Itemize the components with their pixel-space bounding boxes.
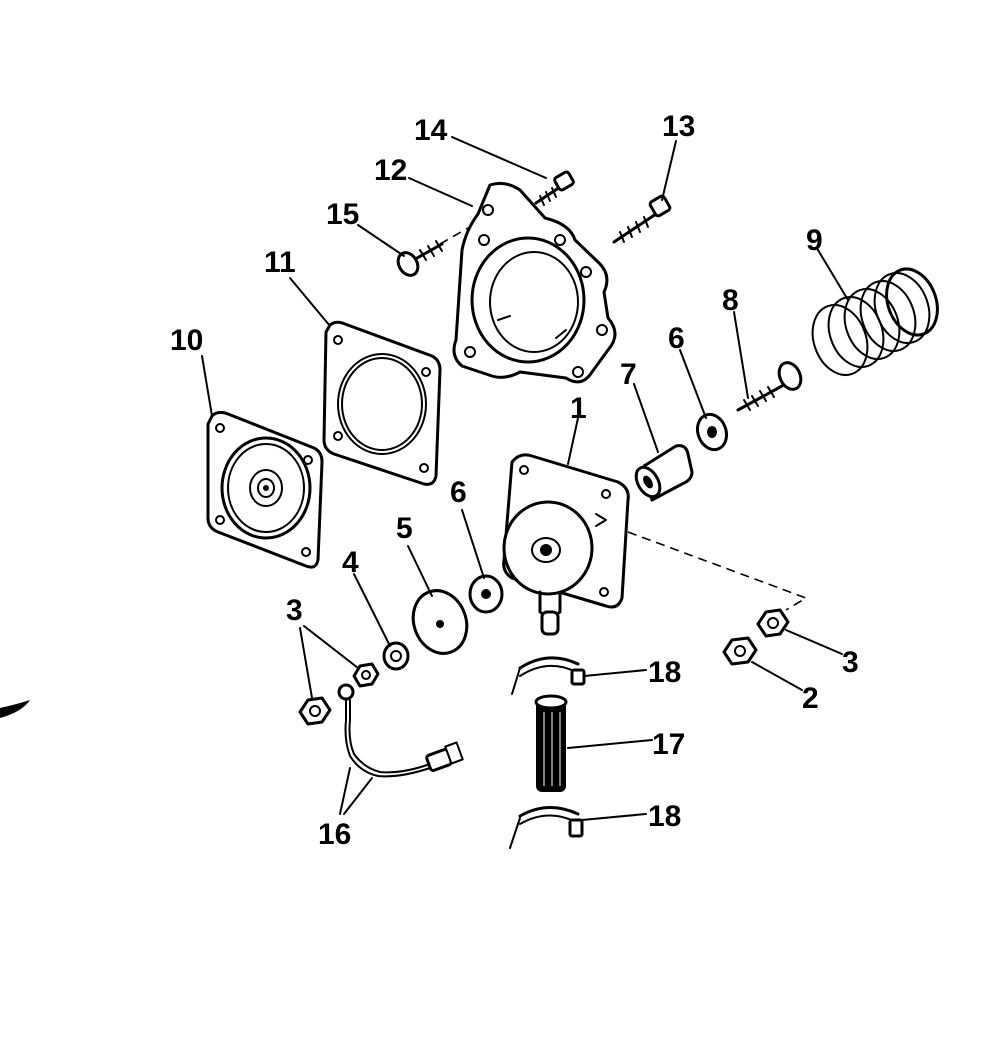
callout-15: 15 [326,198,359,231]
part-14-screw [534,170,575,206]
callout-5: 5 [396,512,413,545]
callout-18-lower: 18 [648,800,681,833]
callout-12: 12 [374,154,407,187]
callout-3-right: 3 [842,646,859,679]
callout-4: 4 [342,546,359,579]
callout-11: 11 [264,246,296,279]
part-8-bolt [736,361,803,412]
callout-1: 1 [570,392,587,425]
leader-lines [201,136,849,821]
callout-17: 17 [652,728,685,761]
part-7-sleeve [634,444,694,502]
callout-14: 14 [414,114,448,147]
part-4-washer [382,641,410,671]
callout-13: 13 [662,110,695,143]
part-13-screw [612,194,672,244]
part-3-nut-left-upper [352,662,380,688]
part-1-pump-body [502,453,630,636]
edge-mark [0,700,30,718]
callout-9: 9 [806,224,823,257]
part-3-nut-left-lower [298,696,332,726]
callout-18-upper: 18 [648,656,681,689]
part-2-nut [722,636,758,666]
part-6-washer-upper [695,412,729,452]
part-16-ground-wire [337,683,464,778]
callout-6-upper: 6 [668,322,685,355]
callout-16: 16 [318,818,351,851]
part-9-spring [811,267,939,376]
part-17-filter-element [534,694,568,792]
part-12-cover-plate [452,181,617,384]
callout-3-left: 3 [286,594,303,627]
part-5-plate [411,589,469,655]
part-15-screw [396,227,469,277]
part-18-clamp-upper [511,656,586,695]
callout-10: 10 [170,324,203,357]
part-11-gasket [322,320,442,486]
assembly-line [627,531,808,611]
callout-6-lower: 6 [450,476,467,509]
part-18-clamp-lower [509,806,584,849]
part-10-diaphragm [206,410,324,569]
part-6-washer-lower [468,574,504,614]
callout-8: 8 [722,284,739,317]
callout-7: 7 [620,358,637,391]
callout-2: 2 [802,682,819,715]
part-3-nut-right [756,608,790,638]
